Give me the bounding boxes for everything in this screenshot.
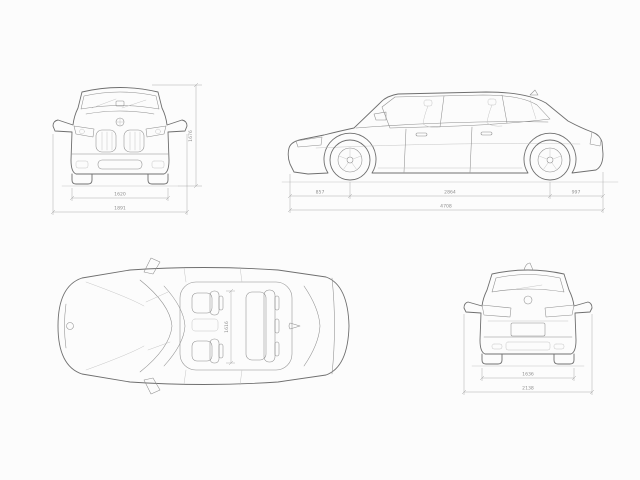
top-view-panel: 1616 <box>34 246 374 415</box>
side-windows <box>381 94 551 129</box>
dim-label-front-overhang: 857 <box>316 190 325 196</box>
wiper-lines <box>145 291 171 351</box>
front-wheel-right <box>147 173 169 185</box>
side-headlight <box>295 136 323 148</box>
front-windshield <box>80 91 160 110</box>
hood-crease <box>85 110 155 115</box>
side-seats <box>422 98 503 128</box>
kidney-grille <box>95 129 145 153</box>
dim-label-rear-width: 2138 <box>522 386 534 392</box>
top-view-drawing: 1616 <box>57 257 350 395</box>
front-headlights <box>73 125 167 138</box>
bmw-roundel-icon <box>66 322 74 330</box>
front-car-body <box>52 87 188 175</box>
door-handle-rear <box>480 131 493 136</box>
front-seat-right <box>191 338 224 364</box>
rearview-mirror <box>115 100 125 107</box>
bmw-roundel-icon <box>523 295 533 305</box>
rear-wheel-right <box>553 353 575 365</box>
dim-label-rear-overhang: 997 <box>572 190 581 196</box>
antenna-fin <box>288 322 301 330</box>
diffuser <box>505 341 551 351</box>
rear-view-drawing: 1636 2138 <box>461 262 595 395</box>
roof-outline <box>179 281 293 371</box>
side-dimensions: 857 2864 997 4708 <box>287 172 606 213</box>
rear-car-body <box>463 262 593 355</box>
rear-window-edge <box>303 285 321 367</box>
foglight-right <box>151 160 165 169</box>
front-bumper <box>71 153 169 170</box>
rear-bench <box>245 289 280 363</box>
door-seams <box>183 266 243 386</box>
wheel-rear <box>529 139 571 181</box>
seat-headrest-rear <box>487 98 497 106</box>
dim-label-rear-track: 1636 <box>522 372 534 378</box>
mirror-top <box>143 257 161 275</box>
wiper-lines <box>91 98 147 109</box>
center-console <box>191 318 219 332</box>
dim-label-front-width: 1891 <box>114 206 126 212</box>
antenna-fin <box>523 262 534 271</box>
rear-view-panel: 1636 2138 <box>448 248 608 412</box>
side-view-panel: 857 2864 997 4708 <box>278 62 623 236</box>
front-wheels <box>61 173 179 187</box>
top-dimensions: 1616 <box>224 288 235 366</box>
hood-creases <box>85 281 145 371</box>
character-line <box>315 143 581 149</box>
front-seat-left <box>191 290 224 316</box>
dim-label-wheelbase: 2864 <box>444 190 456 196</box>
rear-wheel-left <box>481 353 503 365</box>
side-mirror <box>373 111 387 121</box>
exhaust-left <box>491 343 503 350</box>
front-dimensions: 1620 1891 1676 <box>50 82 202 215</box>
foglight-left <box>75 160 89 169</box>
side-view-drawing: 857 2864 997 4708 <box>281 89 619 213</box>
wheel-front <box>329 139 371 181</box>
license-plate <box>510 322 546 337</box>
beltline <box>355 121 549 129</box>
tailgate-edge <box>331 277 335 375</box>
top-seats <box>191 289 280 364</box>
rear-wiper <box>515 284 543 290</box>
dim-label-front-track: 1620 <box>114 192 126 198</box>
front-bumper-line <box>64 303 67 349</box>
front-wheel-left <box>71 173 93 185</box>
headlight-right <box>145 125 167 138</box>
taillight-right <box>544 304 575 318</box>
mirror-bottom <box>143 377 161 395</box>
exhaust-right <box>553 343 565 350</box>
dim-label-height: 1676 <box>188 130 194 142</box>
door-seams <box>403 126 473 173</box>
dim-label-interior-width: 1616 <box>224 321 230 333</box>
side-car-body <box>287 89 604 175</box>
dim-label-overall-length: 4708 <box>440 204 452 210</box>
side-wheels <box>281 139 619 183</box>
rear-dimensions: 1636 2138 <box>461 314 595 395</box>
antenna-fin <box>529 89 539 96</box>
front-view-panel: 1620 1891 1676 <box>32 68 207 237</box>
b-pillar <box>439 95 445 128</box>
roof-front-edge <box>163 285 186 367</box>
door-handle-front <box>415 132 428 137</box>
top-car-body <box>57 257 350 395</box>
windshield-base <box>139 279 173 373</box>
c-pillar <box>501 94 508 124</box>
rear-window <box>491 274 565 293</box>
quarter-window-divider <box>529 99 537 120</box>
seat-headrest-front <box>423 99 433 107</box>
rear-wheels <box>471 353 585 367</box>
taillight-left <box>481 304 512 318</box>
front-view-drawing: 1620 1891 1676 <box>50 82 202 215</box>
front-air-intake <box>97 159 143 170</box>
headlight-left <box>73 125 95 138</box>
side-taillight <box>589 131 602 147</box>
